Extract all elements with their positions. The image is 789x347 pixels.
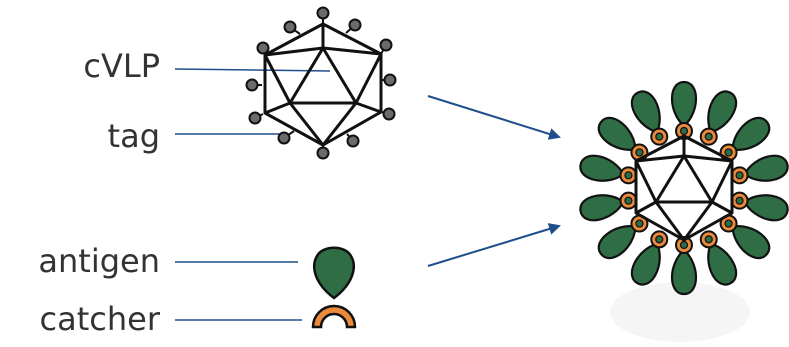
assembled-catcher-core xyxy=(635,219,644,228)
tag-dot xyxy=(283,20,297,34)
assembled-antigen-lobe xyxy=(707,242,738,286)
arrow-bottom xyxy=(427,223,561,267)
assembled-antigen-lobe xyxy=(743,154,789,182)
tag-dot xyxy=(379,38,393,52)
assembled-catcher-core xyxy=(655,132,664,141)
assembled-antigen-lobe xyxy=(579,154,625,182)
catcher-shape xyxy=(311,304,357,329)
leader-line-cvlp xyxy=(174,68,331,72)
assembled-antigen-lobe xyxy=(707,90,738,134)
icosahedron-right xyxy=(634,134,734,242)
tag-dots xyxy=(245,6,397,160)
assembled-antigen-lobe xyxy=(671,248,697,296)
assembled-antigen-lobe xyxy=(630,90,661,134)
assembled-vlp xyxy=(579,80,789,342)
assembled-antigen-lobe xyxy=(743,194,789,222)
tag-dot xyxy=(245,78,259,92)
tag-dot xyxy=(277,131,291,145)
assembled-catcher-core xyxy=(704,132,713,141)
assembled-catcher-core xyxy=(724,219,733,228)
tag-dot xyxy=(256,41,270,55)
label-cvlp: cVLP xyxy=(83,47,160,85)
label-antigen: antigen xyxy=(38,242,160,280)
assembled-antigen-lobe xyxy=(579,194,625,222)
assembled-catcher-core xyxy=(724,148,733,157)
icosahedron-left xyxy=(263,22,383,147)
assembled-antigen-lobe xyxy=(731,225,771,260)
tag-dot xyxy=(248,111,262,125)
label-tag: tag xyxy=(108,117,160,155)
arrow-top xyxy=(427,95,561,140)
assembled-catcher-core xyxy=(679,240,689,250)
antigen-shape xyxy=(313,246,355,300)
assembled-catcher-core xyxy=(655,235,664,244)
assembled-antigens xyxy=(579,80,789,296)
tag-dot xyxy=(316,6,330,20)
antigen-catcher-unit xyxy=(311,246,357,329)
assembled-antigen-lobe xyxy=(671,80,697,128)
assembled-catcher-core xyxy=(679,126,689,136)
assembled-antigen-lobe xyxy=(597,116,637,151)
assembled-catcher-core xyxy=(704,235,713,244)
tag-dot xyxy=(316,146,330,160)
assembled-catcher-core xyxy=(624,196,633,205)
tag-dot xyxy=(382,107,396,121)
label-catcher: catcher xyxy=(40,300,161,338)
tag-dot xyxy=(383,73,397,87)
tag-dot xyxy=(348,18,362,32)
tag-dot xyxy=(346,134,360,148)
assembled-catcher-core xyxy=(735,171,744,180)
assembled-antigen-lobe xyxy=(731,116,771,151)
assembled-catcher-core xyxy=(735,196,744,205)
assembled-catcher-core xyxy=(635,148,644,157)
assembled-antigen-lobe xyxy=(630,242,661,286)
cvlp-particle xyxy=(245,6,397,160)
assembled-antigen-lobe xyxy=(597,225,637,260)
assembled-catcher-core xyxy=(624,171,633,180)
assembled-shadow xyxy=(610,282,750,342)
